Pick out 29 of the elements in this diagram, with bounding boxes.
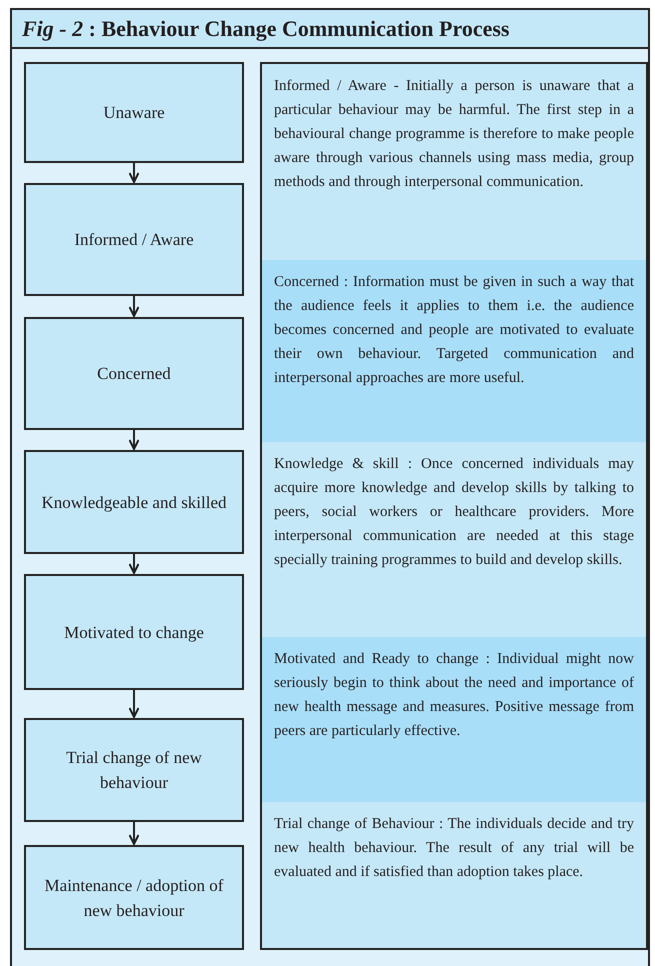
- arrow: [128, 163, 140, 183]
- arrow: [128, 430, 140, 450]
- description-text: Knowledge & skill : Once concerned individuals may acquire more knowledge and develop skills by talking to peers, social workers or healthcare providers. More interpersonal communication are needed at this stage specially training programmes to build and develop skills.: [274, 455, 634, 570]
- stage-box: [24, 718, 244, 822]
- stage-box: [24, 450, 244, 554]
- stage-label: Unaware: [103, 102, 165, 124]
- stage-label: Motivated to change: [64, 622, 204, 644]
- stage-box: [24, 317, 244, 430]
- stage-box: [24, 574, 244, 690]
- description-band: [262, 637, 646, 802]
- stage-box: [24, 845, 244, 950]
- arrow: [128, 296, 140, 317]
- arrow: [128, 554, 140, 574]
- arrow: [128, 690, 140, 718]
- stage-box: [24, 62, 244, 163]
- description-text: Informed / Aware - Initially a person is unaware that a particular behaviour may be harmful. The first step in a behavioural change programme is therefore to make people aware through various channels using mass media, group methods and through interpersonal communication.: [274, 77, 634, 192]
- description-panel: [260, 62, 648, 950]
- stage-label: Informed / Aware: [74, 229, 194, 251]
- stage-label: Knowledgeable and skilled: [41, 492, 227, 514]
- arrow: [128, 822, 140, 845]
- stage-box: [24, 183, 244, 296]
- stage-label: Concerned: [97, 363, 171, 385]
- description-text: Trial change of Behaviour : The individuals decide and try new health behaviour. The result of any trial will be evaluated and if satisfied than adoption takes place.: [274, 815, 634, 882]
- figure-title: Fig - 2 : Behaviour Change Communication Process: [22, 15, 510, 43]
- stage-label: Maintenance / adoption of new behaviour: [44, 874, 224, 922]
- stage-label: Trial change of new behaviour: [65, 747, 203, 794]
- description-band: [262, 260, 646, 442]
- description-text: Concerned : Information must be given in such a way that the audience feels it applies to them i.e. the audience becomes concerned and people are motivated to evaluate their own behaviour. Targeted communication and interpersonal approaches are more useful.: [274, 273, 634, 388]
- description-text: Motivated and Ready to change : Individual might now seriously begin to think about the need and importance of new health message and measures. Positive message from peers are particularly effective.: [274, 650, 634, 741]
